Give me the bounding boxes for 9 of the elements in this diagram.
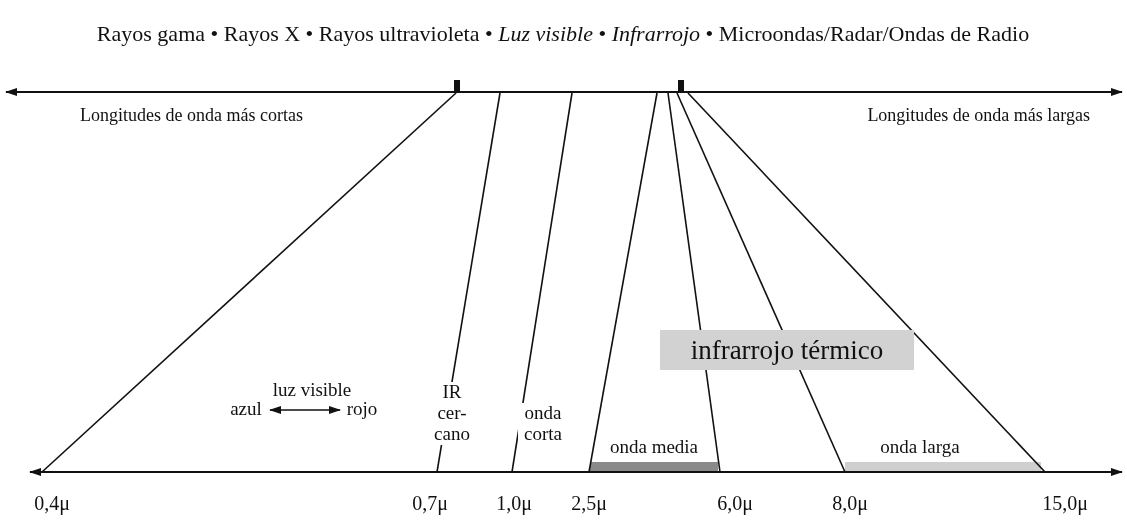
double-arrow bbox=[269, 406, 341, 414]
band-label: infrarrojo térmico bbox=[690, 334, 884, 366]
region-label: onda larga bbox=[880, 437, 960, 458]
color-label: rojo bbox=[344, 398, 380, 420]
color-label: azul bbox=[226, 398, 266, 420]
direction-label: Longitudes de onda más largas bbox=[867, 106, 1090, 126]
direction-label: Longitudes de onda más cortas bbox=[80, 106, 303, 126]
thermal-infrared-band bbox=[660, 330, 914, 370]
region-label: IR cer- cano bbox=[431, 382, 473, 445]
